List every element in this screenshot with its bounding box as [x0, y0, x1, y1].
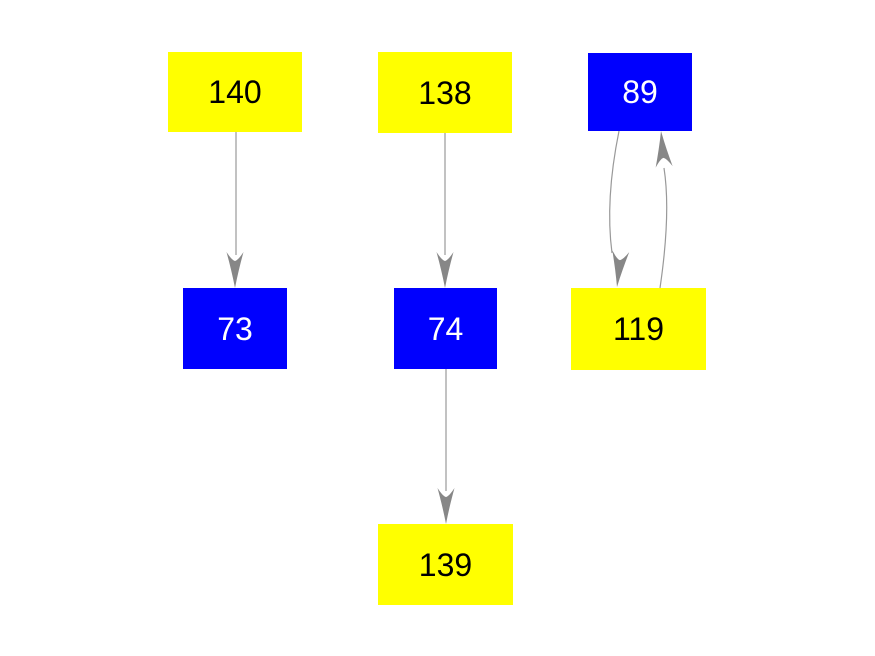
node-139[interactable]: 139: [378, 524, 513, 605]
node-label: 73: [217, 310, 253, 347]
edge-119-89[interactable]: [653, 130, 673, 289]
node-140[interactable]: 140: [168, 52, 302, 132]
edge-line-119-89: [659, 167, 668, 289]
node-73[interactable]: 73: [183, 288, 287, 369]
arrowhead-icon: [612, 250, 630, 287]
edge-89-119[interactable]: [609, 130, 630, 288]
edge-140-73[interactable]: [226, 132, 244, 288]
arrowhead-icon: [226, 252, 244, 288]
node-label: 89: [622, 74, 658, 110]
arrowhead-icon: [436, 252, 454, 288]
edge-138-74[interactable]: [436, 133, 454, 288]
node-label: 140: [208, 74, 262, 110]
edge-74-139[interactable]: [437, 369, 455, 524]
node-138[interactable]: 138: [378, 52, 512, 133]
edge-line-89-119: [609, 130, 620, 254]
node-119[interactable]: 119: [571, 288, 706, 370]
node-89[interactable]: 89: [588, 53, 692, 131]
node-label: 74: [427, 310, 464, 347]
node-label: 138: [418, 74, 472, 111]
node-74[interactable]: 74: [394, 288, 497, 369]
node-label: 119: [612, 311, 664, 347]
arrowhead-icon: [655, 131, 673, 168]
node-label: 139: [418, 546, 473, 583]
arrowhead-icon: [437, 488, 455, 524]
